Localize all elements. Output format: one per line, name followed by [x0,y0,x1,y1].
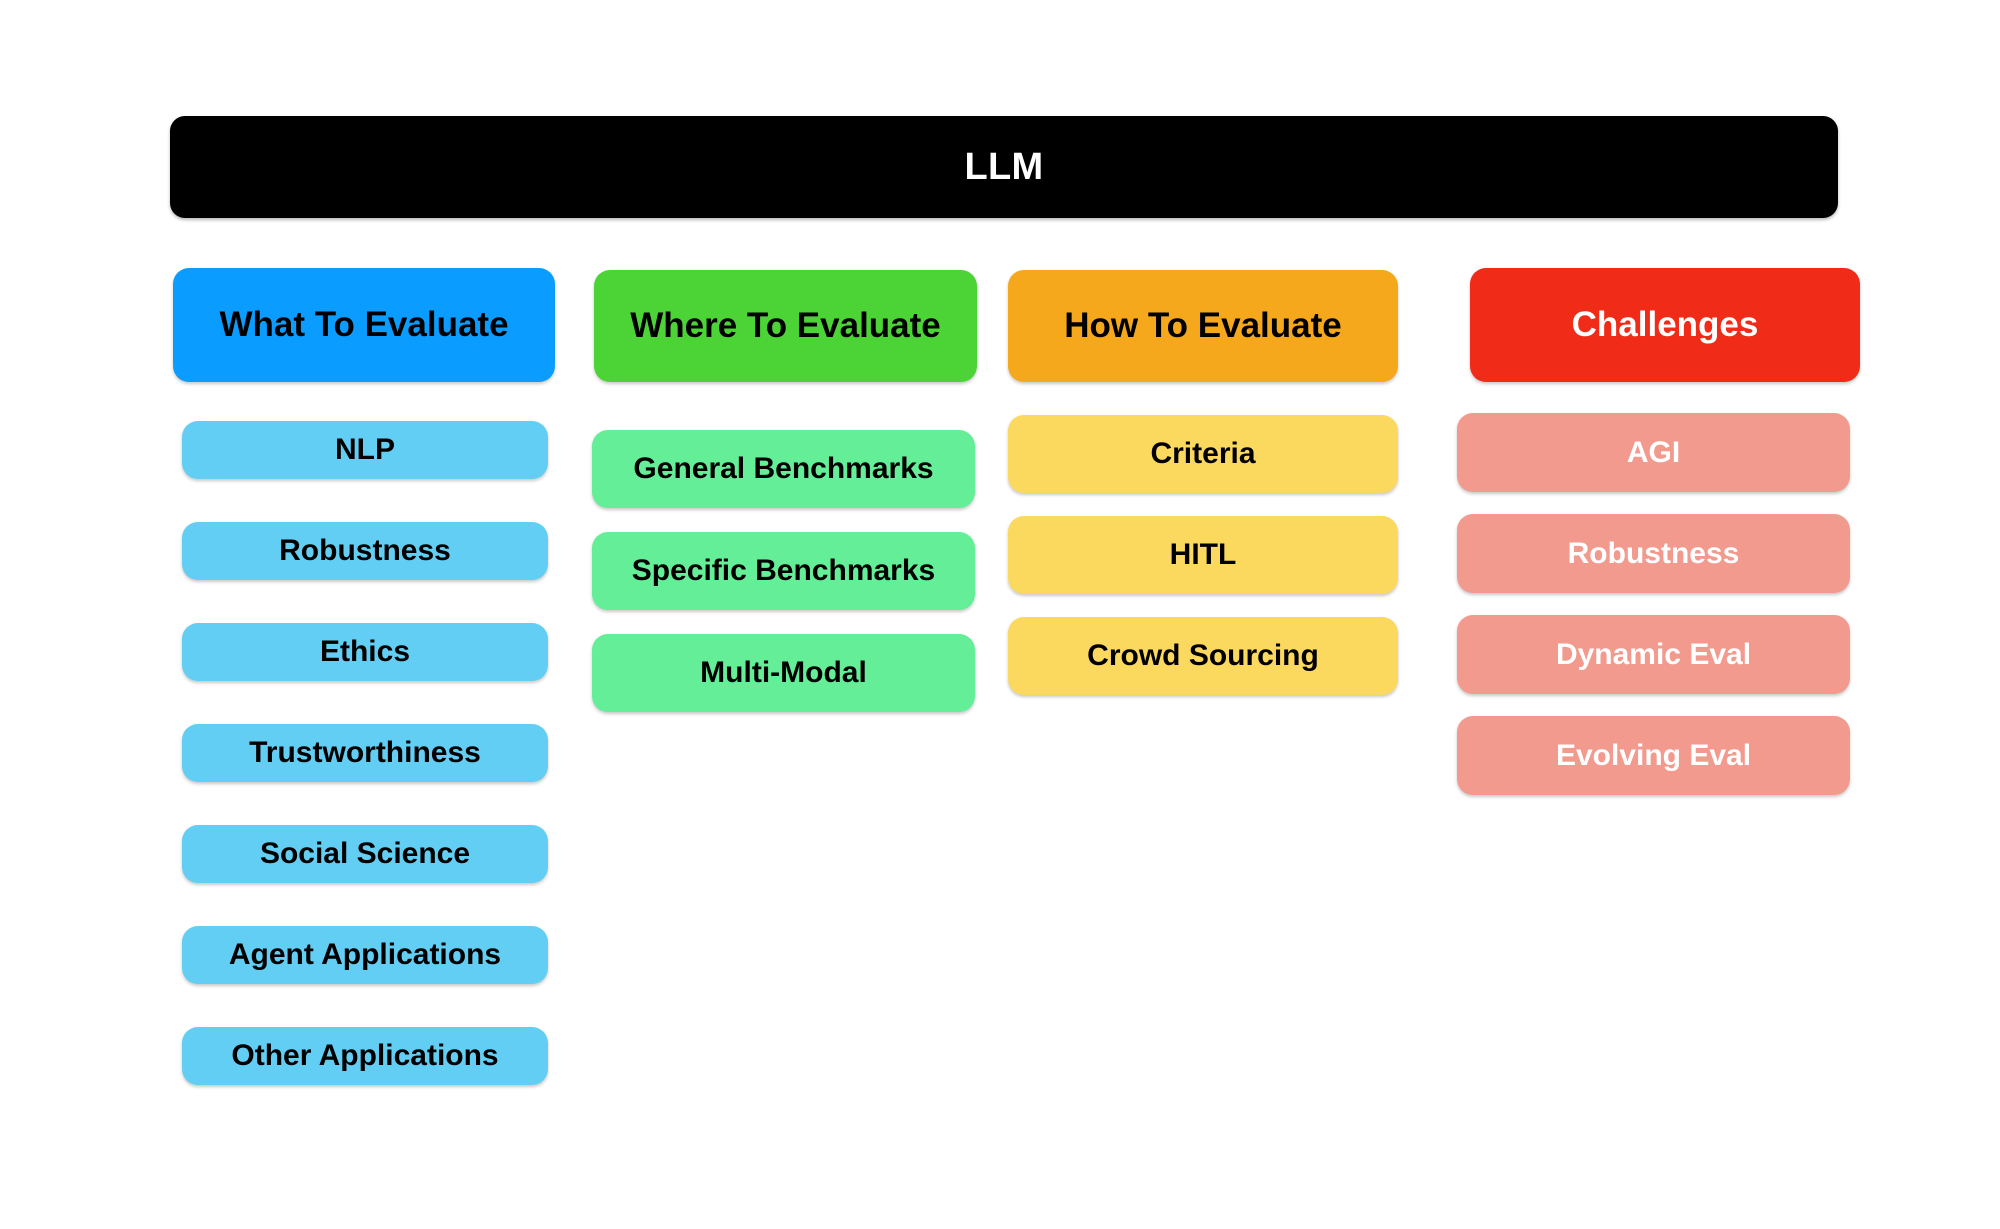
item-node-label: Agent Applications [228,938,502,972]
item-node-label: Criteria [1150,437,1256,471]
item-node-label: Ethics [319,635,411,669]
column-header-challenges[interactable]: Challenges [1470,268,1860,382]
item-node-label: Other Applications [231,1039,499,1073]
item-node[interactable]: Robustness [1457,514,1850,593]
item-node[interactable]: Crowd Sourcing [1008,617,1398,695]
item-node-label: Evolving Eval [1555,738,1752,772]
item-node-label: Specific Benchmarks [631,554,936,588]
item-node-label: Robustness [279,534,451,568]
item-node[interactable]: NLP [182,421,548,479]
item-node[interactable]: Social Science [182,825,548,883]
item-node-label: HITL [1169,538,1237,572]
item-node-label: Crowd Sourcing [1087,639,1319,673]
item-node[interactable]: HITL [1008,516,1398,594]
item-node[interactable]: Trustworthiness [182,724,548,782]
item-node-label: General Benchmarks [633,452,934,486]
item-node[interactable]: Specific Benchmarks [592,532,975,610]
column-header-how-to-evaluate[interactable]: How To Evaluate [1008,270,1398,382]
item-node[interactable]: General Benchmarks [592,430,975,508]
root-node-label: LLM [964,145,1044,188]
item-node[interactable]: Multi-Modal [592,634,975,712]
item-node[interactable]: Other Applications [182,1027,548,1085]
column-header-label: Challenges [1571,304,1759,344]
item-node[interactable]: AGI [1457,413,1850,492]
column-header-label: What To Evaluate [219,304,509,344]
item-node[interactable]: Ethics [182,623,548,681]
item-node-label: AGI [1626,435,1681,469]
column-header-label: Where To Evaluate [630,305,941,345]
item-node-label: Trustworthiness [249,736,481,770]
item-node-label: Multi-Modal [700,656,867,690]
item-node[interactable]: Dynamic Eval [1457,615,1850,694]
item-node[interactable]: Criteria [1008,415,1398,493]
item-node-label: NLP [335,433,395,467]
item-node[interactable]: Evolving Eval [1457,716,1850,795]
root-node-llm[interactable]: LLM [170,116,1838,218]
item-node-label: Robustness [1567,536,1740,570]
item-node-label: Dynamic Eval [1555,637,1752,671]
column-header-what-to-evaluate[interactable]: What To Evaluate [173,268,555,382]
item-node-label: Social Science [259,837,471,871]
item-node[interactable]: Robustness [182,522,548,580]
column-header-where-to-evaluate[interactable]: Where To Evaluate [594,270,977,382]
item-node[interactable]: Agent Applications [182,926,548,984]
column-header-label: How To Evaluate [1064,305,1342,345]
